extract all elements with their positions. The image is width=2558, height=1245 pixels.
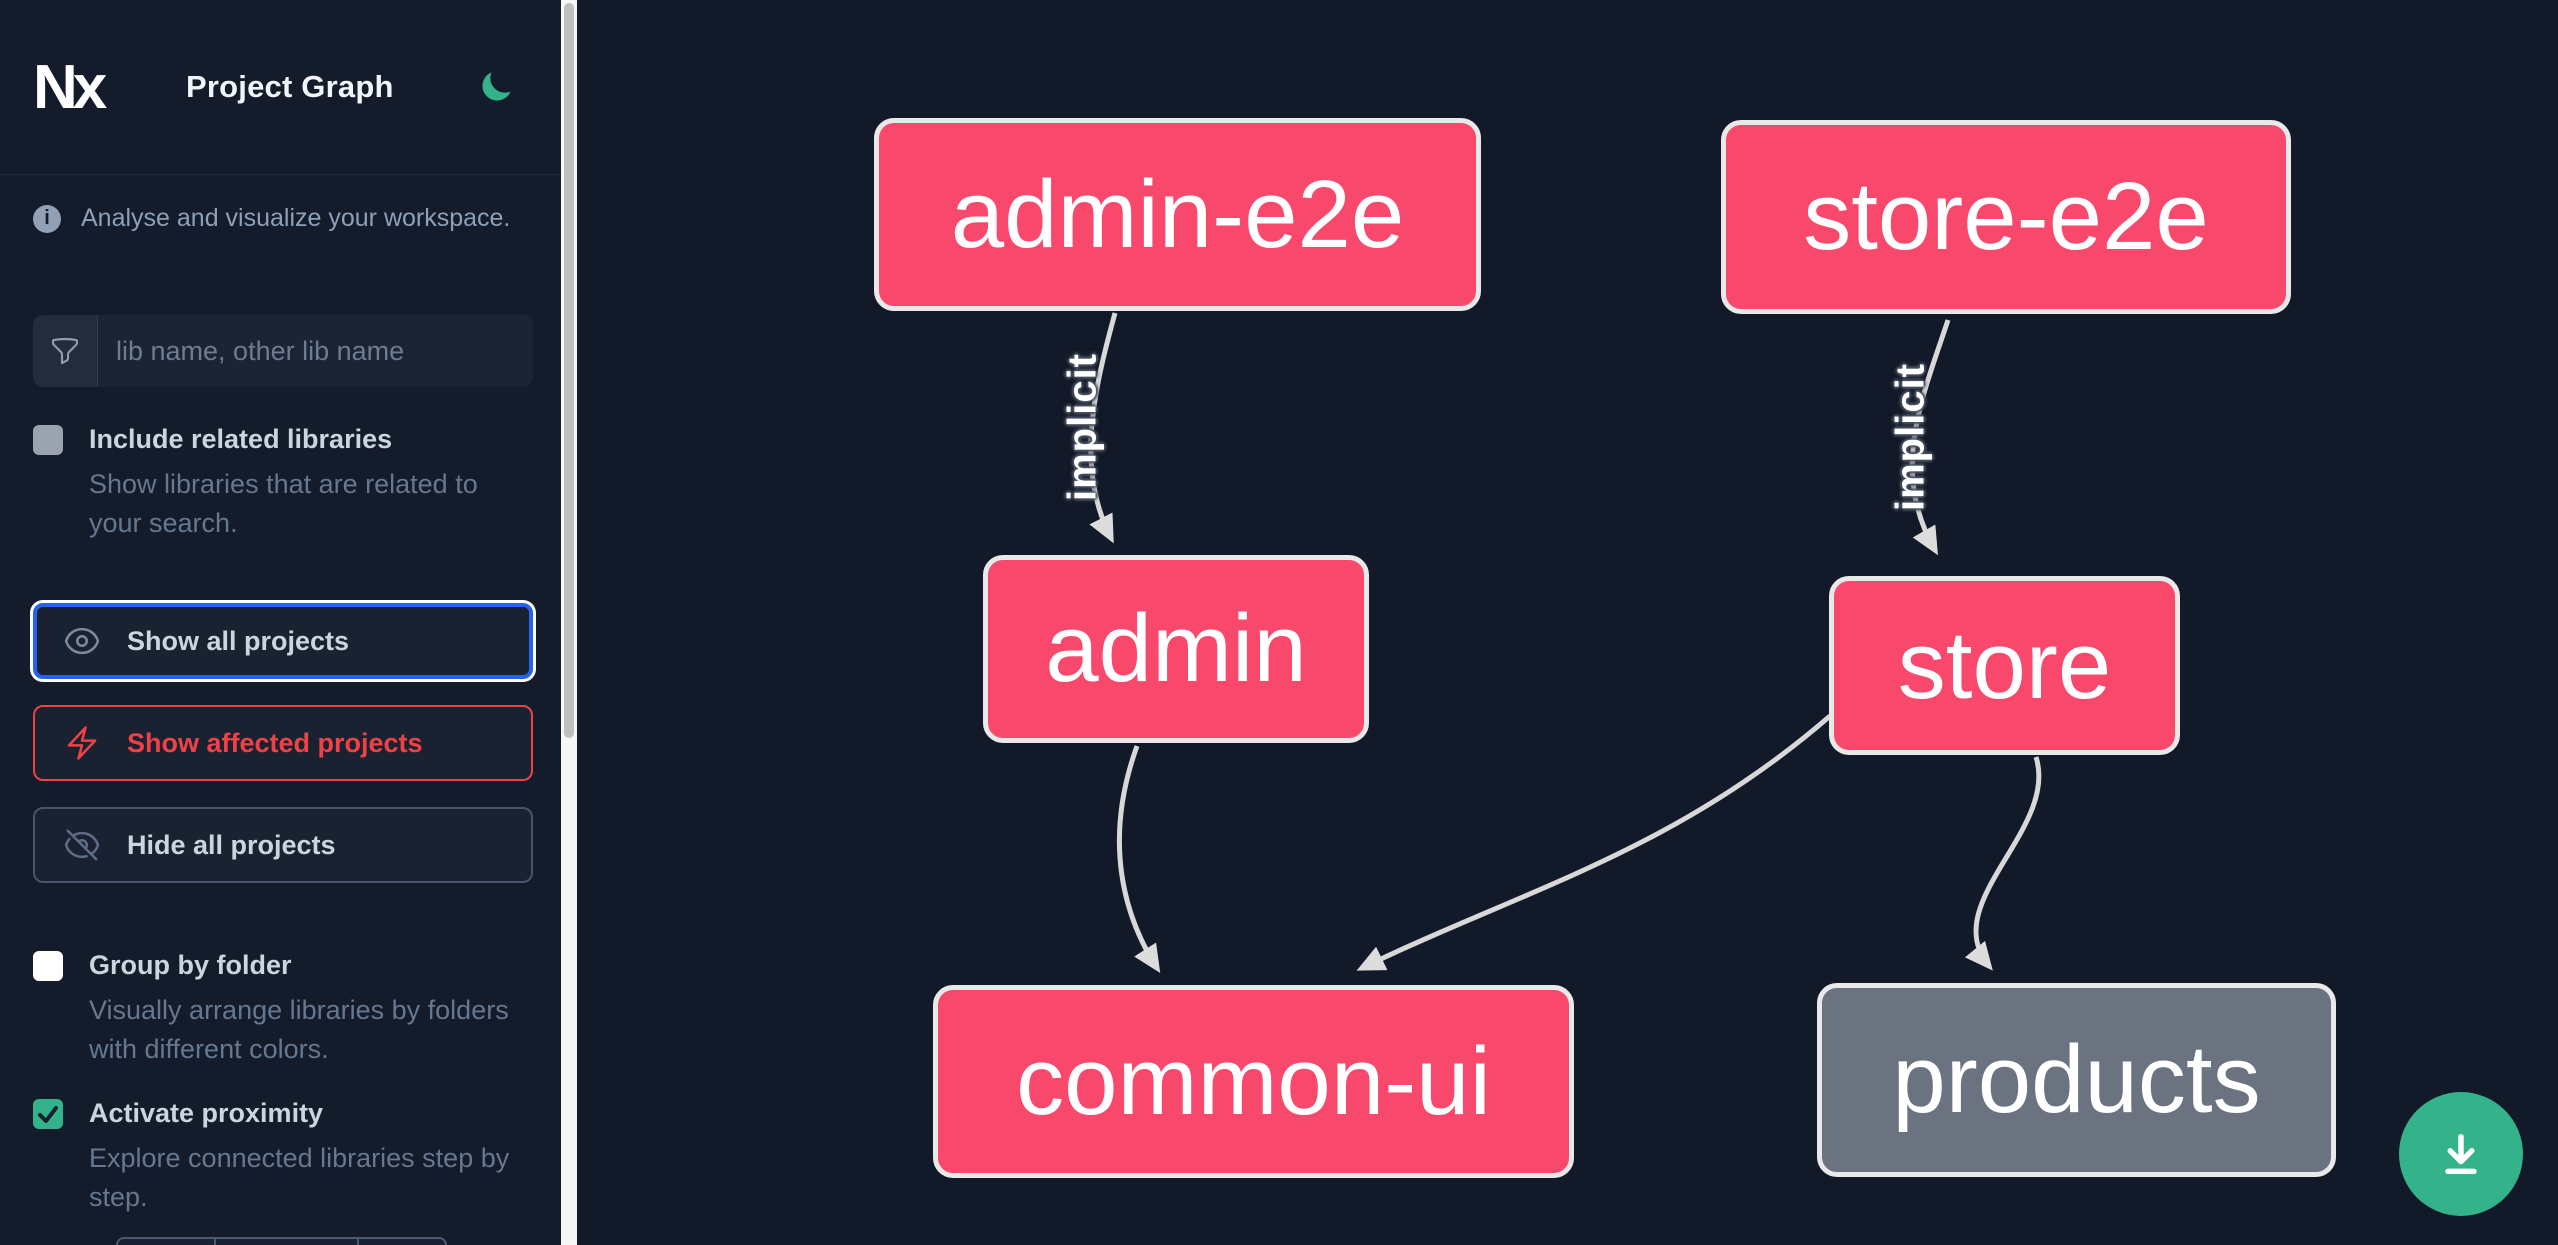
node-store-e2e[interactable]: store-e2e <box>1721 120 2291 314</box>
include-related-row: Include related libraries <box>33 424 503 455</box>
bolt-icon <box>67 726 97 760</box>
activate-proximity-label: Activate proximity <box>89 1098 324 1128</box>
sidebar: Nx Project Graph i Analyse and visualize… <box>0 0 561 1245</box>
download-icon <box>2445 1133 2477 1175</box>
group-by-folder-label: Group by folder <box>89 950 292 980</box>
edge-store-e2e-store[interactable] <box>1909 319 1951 556</box>
hide-all-projects-button[interactable]: Hide all projects <box>33 807 533 883</box>
edge-admin-common-ui[interactable] <box>1116 745 1161 974</box>
eye-off-icon <box>64 829 100 861</box>
show-affected-projects-button[interactable]: Show affected projects <box>33 705 533 781</box>
node-admin[interactable]: admin <box>983 555 1369 743</box>
group-by-folder-block: Group by folder Visually arrange librari… <box>33 950 509 1069</box>
node-common-ui[interactable]: common-ui <box>933 985 1574 1178</box>
edge-admin-e2e-admin[interactable] <box>1088 312 1118 544</box>
proximity-depth-control[interactable] <box>116 1237 447 1245</box>
edge-label-implicit-admin: implicit <box>1060 352 1105 502</box>
hide-all-projects-label: Hide all projects <box>127 829 336 860</box>
include-related-label: Include related libraries <box>89 424 393 454</box>
activate-proximity-checkbox[interactable] <box>33 1098 63 1129</box>
graph-edges <box>1088 312 2042 974</box>
theme-toggle-moon-icon[interactable] <box>478 69 514 105</box>
show-all-projects-label: Show all projects <box>127 625 350 656</box>
activate-proximity-block: Activate proximity Explore connected lib… <box>33 1098 509 1217</box>
eye-icon <box>64 627 100 655</box>
page-title: Project Graph <box>186 69 394 104</box>
graph-canvas[interactable]: implicit implicit admin-e2e store-e2e ad… <box>577 0 2558 1245</box>
activate-proximity-row: Activate proximity <box>33 1098 503 1129</box>
workspace-info-text: Analyse and visualize your workspace. <box>81 204 511 232</box>
edge-label-implicit-store: implicit <box>1888 362 1933 512</box>
workspace-info-row: i Analyse and visualize your workspace. <box>33 204 510 233</box>
include-related-description: Show libraries that are related to your … <box>89 469 478 538</box>
edge-store-common-ui[interactable] <box>1356 714 1832 971</box>
show-all-projects-button[interactable]: Show all projects <box>33 603 533 679</box>
activate-proximity-description: Explore connected libraries step by step… <box>89 1143 510 1212</box>
node-store[interactable]: store <box>1829 576 2180 755</box>
sidebar-header: Nx Project Graph <box>0 0 561 175</box>
filter-funnel-icon <box>33 315 98 387</box>
show-affected-projects-label: Show affected projects <box>127 727 423 758</box>
sidebar-scrollbar-thumb[interactable] <box>564 3 574 738</box>
group-by-folder-row: Group by folder <box>33 950 503 981</box>
check-icon <box>38 1105 58 1123</box>
node-admin-e2e[interactable]: admin-e2e <box>874 118 1481 311</box>
sidebar-scrollbar[interactable] <box>561 0 577 1245</box>
info-icon: i <box>33 204 61 233</box>
nx-logo[interactable]: Nx <box>33 52 107 122</box>
include-related-checkbox[interactable] <box>33 424 63 455</box>
group-by-folder-description: Visually arrange libraries by folders wi… <box>89 995 509 1064</box>
node-products[interactable]: products <box>1817 983 2336 1177</box>
search-input[interactable] <box>98 315 533 387</box>
group-by-folder-checkbox[interactable] <box>33 950 63 981</box>
include-related-block: Include related libraries Show libraries… <box>33 424 503 543</box>
project-filter-box <box>33 315 533 387</box>
edge-store-products[interactable] <box>1964 756 2042 971</box>
download-button[interactable] <box>2399 1092 2523 1216</box>
